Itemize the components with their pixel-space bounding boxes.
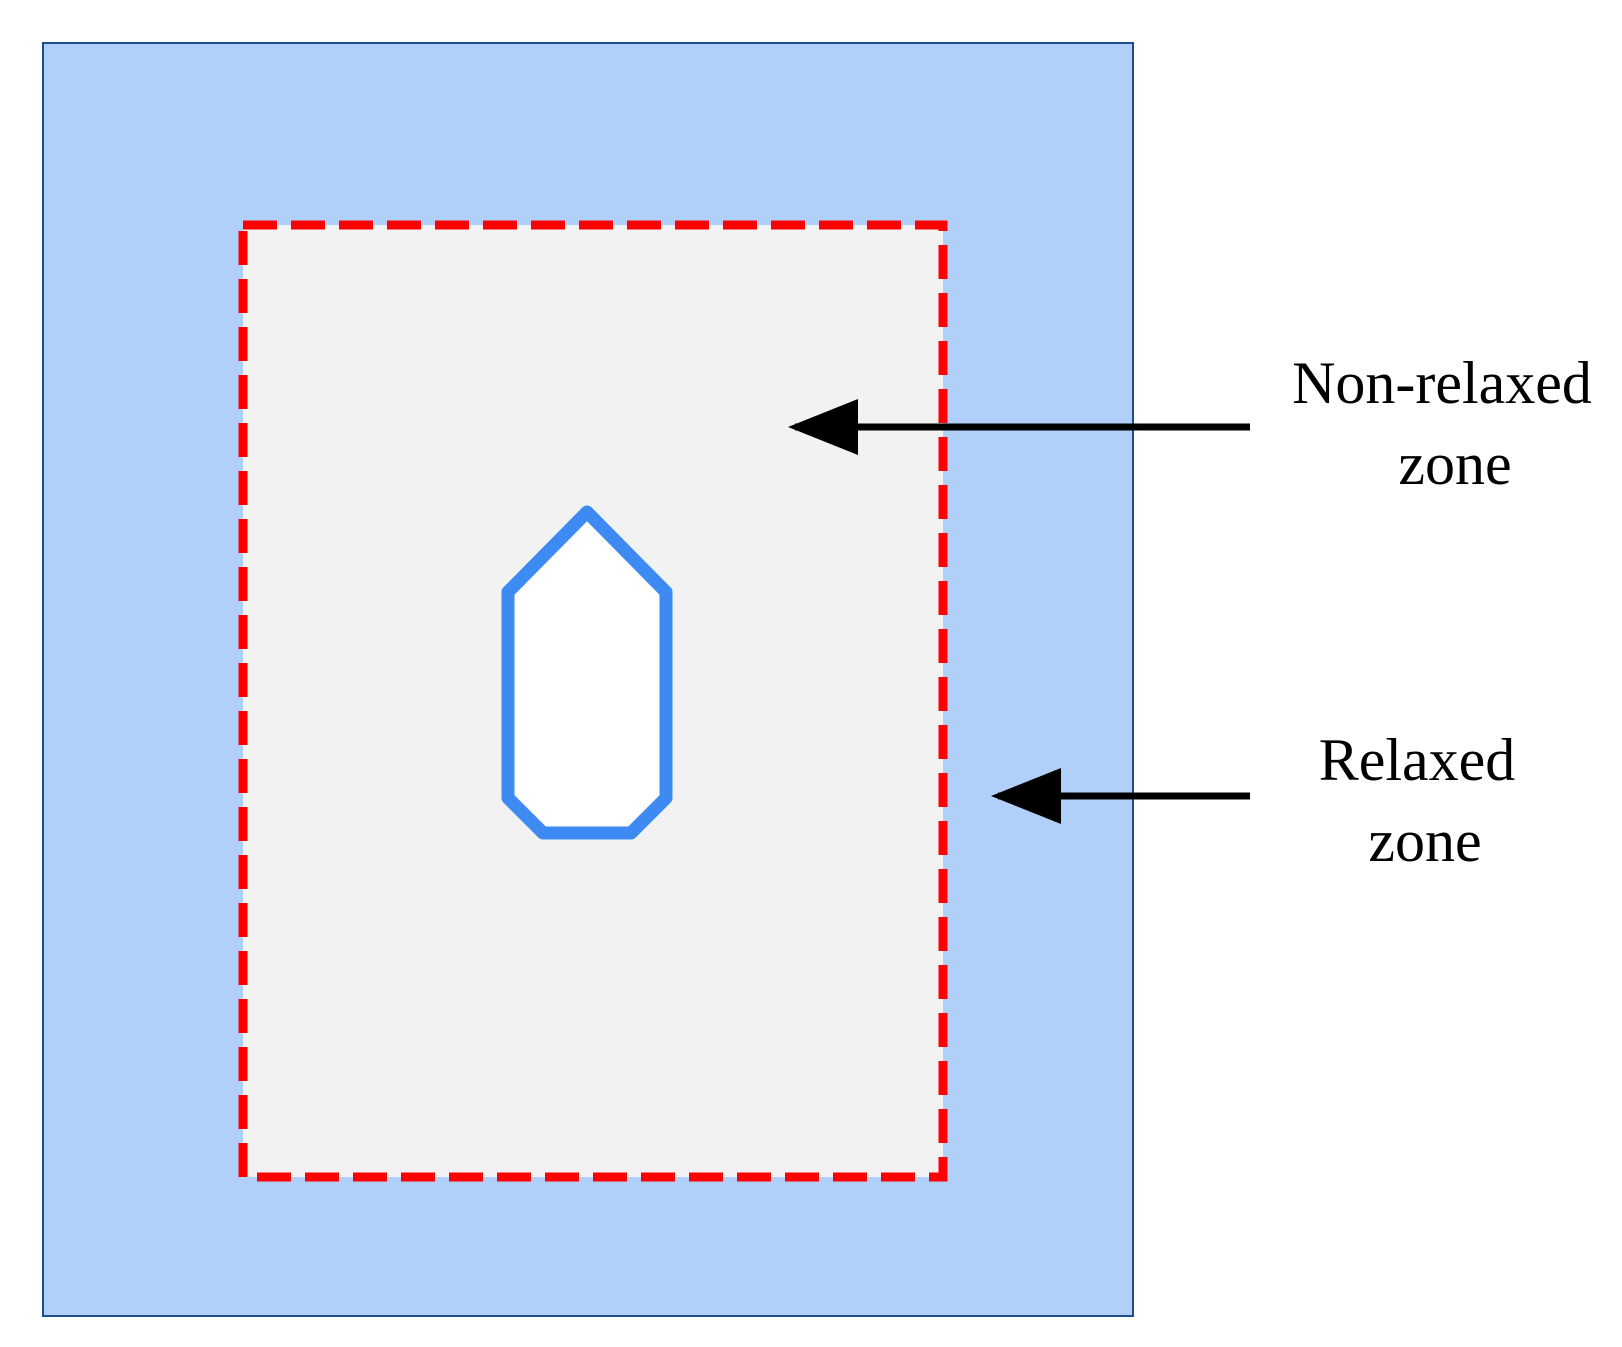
non-relaxed-label-line1: Non-relaxed (1292, 350, 1592, 416)
non-relaxed-label-line2: zone (1398, 431, 1511, 497)
relaxed-label-line2: zone (1368, 808, 1481, 874)
zone-boundary-dashed (238, 220, 948, 1182)
ship-icon (501, 505, 673, 840)
relaxed-label-line1: Relaxed (1319, 727, 1516, 793)
